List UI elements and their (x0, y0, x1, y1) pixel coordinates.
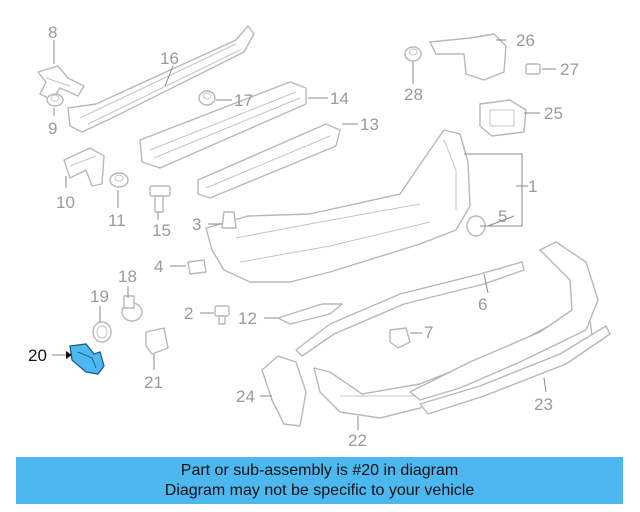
part-21-holder (145, 327, 169, 355)
banner-line-2: Diagram may not be specific to your vehi… (164, 482, 475, 499)
callout-7: 7 (424, 323, 433, 342)
part-6-molding (295, 261, 525, 357)
part-9-clip (46, 93, 64, 107)
callout-17: 17 (234, 91, 253, 110)
part-23-skid-plate (409, 241, 611, 415)
callout-15: 15 (152, 221, 171, 240)
part-14-crossmember (139, 81, 307, 169)
part-12-reflector (277, 303, 343, 325)
callout-24: 24 (236, 387, 255, 406)
callout-13: 13 (360, 115, 379, 134)
callout-1: 1 (528, 177, 537, 196)
callout-10: 10 (56, 193, 75, 212)
part-26-bracket (429, 33, 507, 81)
part-16-reinforcement (67, 25, 255, 133)
banner-line-1: Part or sub-assembly is #20 in diagram (180, 462, 459, 479)
part-4-bracket (187, 259, 207, 275)
part-28-nut (404, 46, 422, 62)
callout-18: 18 (118, 267, 137, 286)
callout-14: 14 (330, 89, 349, 108)
part-13-absorber (197, 123, 341, 199)
part-2-bolt (214, 305, 230, 325)
part-3-sensor (221, 211, 237, 229)
info-banner: Part or sub-assembly is #20 in diagram D… (16, 457, 623, 504)
part-15-bolt (149, 185, 171, 213)
callout-16: 16 (160, 49, 179, 68)
callout-19: 19 (90, 287, 109, 306)
callout-22: 22 (348, 431, 367, 450)
callout-23: 23 (534, 395, 553, 414)
callout-27: 27 (560, 60, 579, 79)
callout-6: 6 (478, 295, 487, 314)
callout-4: 4 (154, 257, 163, 276)
part-7-bracket (389, 327, 411, 349)
part-17-nut (198, 90, 216, 106)
part-11-clip (109, 172, 129, 188)
callout-3: 3 (192, 215, 201, 234)
callout-2: 2 (184, 304, 193, 323)
callout-9: 9 (48, 119, 57, 138)
callout-25: 25 (544, 104, 563, 123)
parts-diagram: 8 9 16 17 14 13 1 5 6 7 10 11 15 3 4 2 1… (28, 23, 611, 450)
part-19-grommet (92, 321, 112, 343)
part-27-bolt (525, 63, 541, 75)
callout-12: 12 (238, 309, 257, 328)
callout-21: 21 (144, 373, 163, 392)
part-25-sensor-module (479, 99, 527, 137)
callout-5: 5 (498, 207, 507, 226)
leader-lines (52, 39, 556, 430)
callout-26: 26 (516, 31, 535, 50)
part-20-highlighted-bracket (69, 343, 105, 375)
callout-20: 20 (28, 346, 47, 365)
callout-11: 11 (108, 211, 126, 230)
part-10-bracket (63, 147, 105, 187)
callout-8: 8 (48, 23, 57, 42)
part-18-sensor (121, 295, 143, 322)
part-1-bumper-cover (205, 129, 471, 283)
part-24-trim (261, 355, 307, 427)
callout-labels: 8 9 16 17 14 13 1 5 6 7 10 11 15 3 4 2 1… (28, 23, 579, 450)
callout-28: 28 (404, 85, 423, 104)
part-8-bracket (37, 65, 85, 101)
